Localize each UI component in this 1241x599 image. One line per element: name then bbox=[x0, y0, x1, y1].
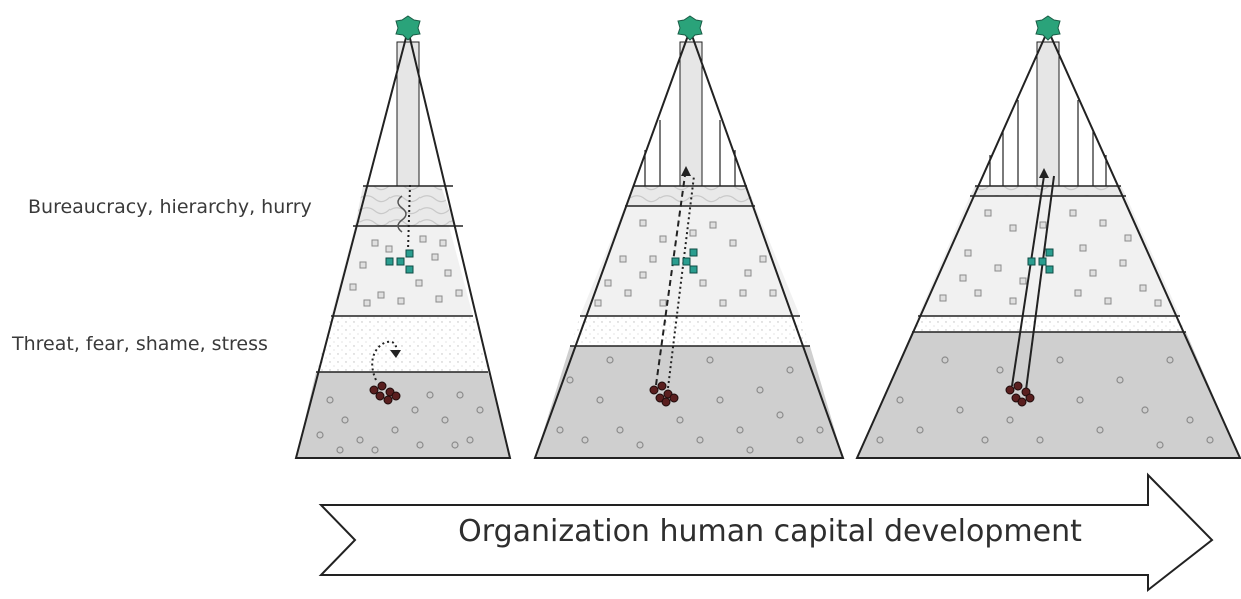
dashed-links bbox=[655, 174, 695, 389]
pyramid-stage-2 bbox=[533, 15, 845, 459]
bureaucracy-band bbox=[625, 186, 755, 206]
development-arrow bbox=[318, 472, 1214, 593]
circle-markers bbox=[316, 391, 484, 454]
bottom-band bbox=[535, 346, 843, 458]
stress-loop-arrow bbox=[371, 340, 398, 381]
arrowhead bbox=[390, 350, 401, 358]
node-cluster bbox=[385, 249, 414, 274]
stress-band bbox=[570, 316, 810, 346]
top-column bbox=[1036, 41, 1060, 187]
solid-links bbox=[1011, 175, 1055, 391]
node-cluster bbox=[1027, 248, 1054, 274]
bureaucracy-band bbox=[355, 186, 455, 226]
band-dividers bbox=[912, 185, 1186, 333]
stress-band bbox=[912, 316, 1186, 332]
square-markers bbox=[594, 219, 777, 307]
middle-band bbox=[331, 226, 473, 316]
band-dividers bbox=[570, 185, 810, 347]
bureaucracy-label: Bureaucracy, hierarchy, hurry bbox=[28, 196, 312, 218]
top-column bbox=[679, 41, 703, 187]
bottom-band bbox=[296, 372, 510, 458]
pyramid-outline bbox=[533, 27, 845, 459]
circle-markers bbox=[876, 356, 1214, 449]
pyramid-outline bbox=[855, 27, 1241, 459]
arrowhead bbox=[681, 166, 691, 176]
bureaucracy-band bbox=[970, 186, 1126, 196]
pyramid-stage-3 bbox=[855, 15, 1241, 459]
top-star bbox=[395, 15, 421, 41]
node-cluster bbox=[671, 248, 698, 274]
people-cluster bbox=[649, 381, 679, 407]
people-cluster bbox=[1005, 381, 1035, 407]
arrowhead bbox=[1039, 168, 1049, 178]
top-star bbox=[1035, 15, 1061, 41]
stress-band bbox=[316, 316, 488, 372]
band-dividers bbox=[316, 185, 488, 373]
square-markers bbox=[939, 209, 1162, 307]
blocked-wavy-path bbox=[397, 195, 407, 233]
people-cluster bbox=[369, 381, 401, 405]
pyramid-stage-1 bbox=[294, 15, 512, 459]
arrow-caption: Organization human capital development bbox=[458, 514, 1082, 549]
circle-markers bbox=[556, 356, 824, 454]
pyramid-outline bbox=[294, 29, 512, 459]
threat-label: Threat, fear, shame, stress bbox=[12, 333, 268, 355]
top-star bbox=[677, 15, 703, 41]
dotted-link bbox=[407, 184, 411, 251]
bottom-band bbox=[857, 332, 1240, 458]
square-markers bbox=[349, 235, 463, 307]
